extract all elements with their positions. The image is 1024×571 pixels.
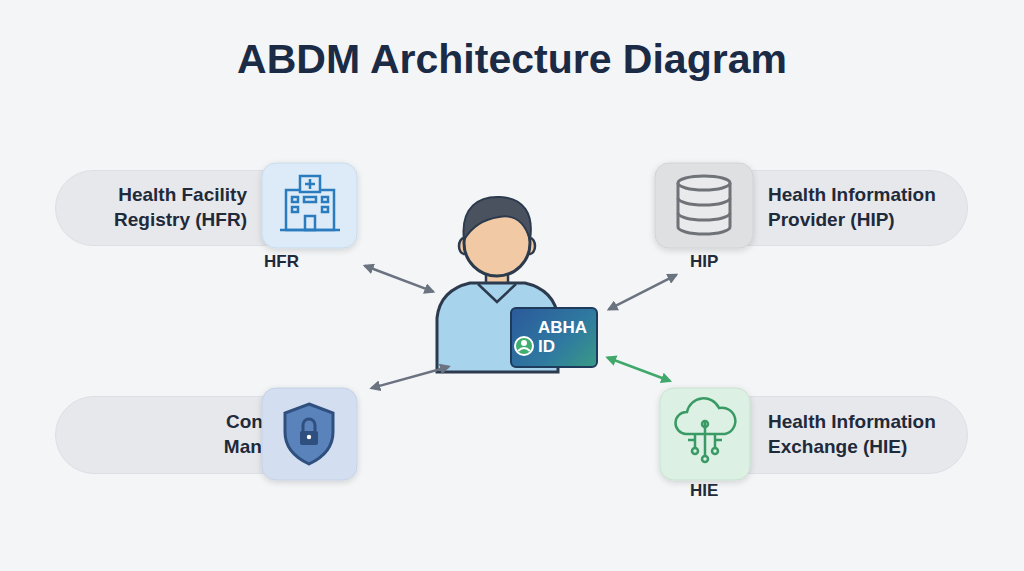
text-area: Consent Manager (192, 396, 302, 474)
text-area: Health Facility Registry (HFR) (55, 170, 247, 246)
text-area: Health Information Exchange (HIE) (768, 396, 963, 474)
connector-arrow (609, 275, 677, 310)
provider-node: Health Information Provider (HIP) (655, 163, 968, 248)
connector-arrow (365, 266, 433, 292)
diagram-title: ABDM Architecture Diagram (0, 36, 1024, 83)
pill-shape (55, 170, 300, 246)
node-text: Health Facility Registry (HFR) (55, 183, 247, 232)
pill-shape (55, 396, 300, 474)
text-area: Health Information Provider (HIP) (768, 170, 963, 246)
icon-label: HFR (264, 252, 299, 272)
pill-shape (700, 396, 968, 474)
id-badge: ABHA ID (510, 307, 598, 368)
pill-shape (700, 170, 968, 246)
connector-arrow (607, 357, 670, 380)
consent-node: Consent Manager (55, 388, 357, 480)
node-text: ABHA ID (538, 319, 596, 356)
icon-label: HIE (690, 481, 718, 501)
icon-label: HIP (690, 252, 718, 272)
node-text: Health Information Exchange (HIE) (768, 410, 963, 459)
text-area: ABHA ID (538, 309, 596, 366)
connector-arrow (371, 367, 448, 388)
node-text: Health Information Provider (HIP) (768, 183, 963, 232)
exchange-node: Health Information Exchange (HIE) (655, 388, 968, 480)
node-text: Consent Manager (192, 410, 302, 459)
registry-node: Health Facility Registry (HFR) (55, 163, 357, 248)
